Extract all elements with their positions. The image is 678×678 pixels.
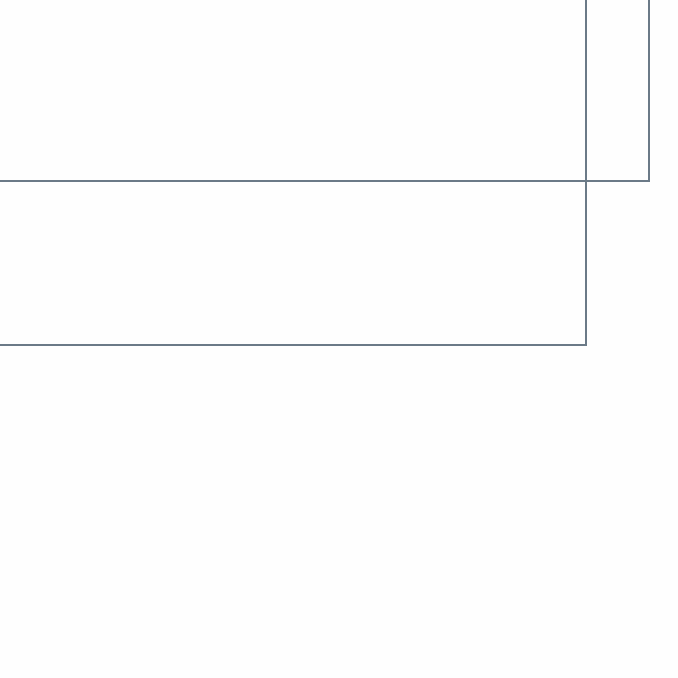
outline-panel-lower [0,0,587,346]
outline-panel-upper [0,0,650,182]
